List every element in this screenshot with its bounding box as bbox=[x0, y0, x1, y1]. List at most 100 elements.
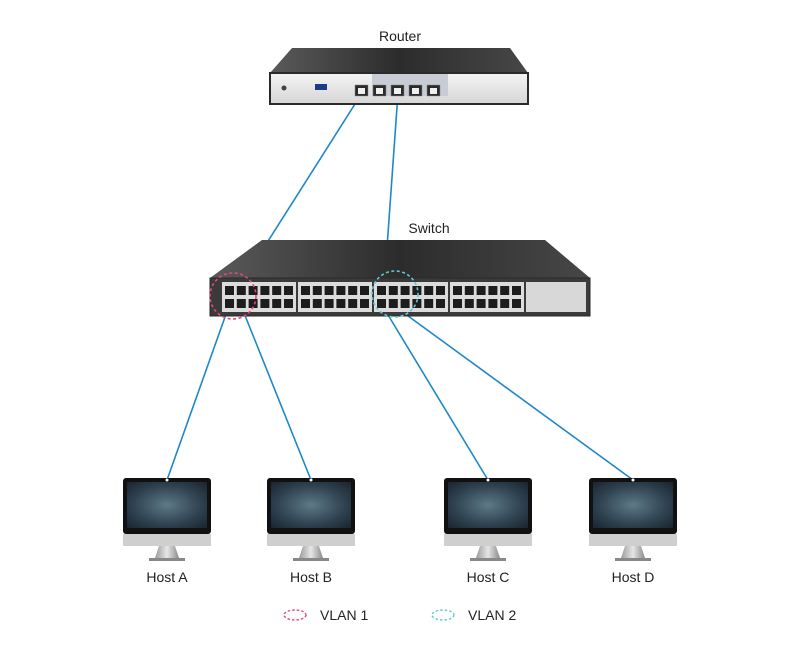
switch-port-block bbox=[450, 282, 524, 312]
host-d: Host D bbox=[589, 478, 677, 585]
switch-port bbox=[248, 299, 258, 308]
monitor-camera-icon bbox=[309, 478, 313, 482]
switch-port bbox=[488, 299, 498, 308]
switch-port bbox=[324, 299, 334, 308]
switch-port bbox=[284, 286, 293, 295]
switch-sfp-panel bbox=[526, 282, 586, 312]
legend-vlan1-label: VLAN 1 bbox=[320, 607, 368, 623]
host-label: Host A bbox=[146, 569, 188, 585]
switch-label: Switch bbox=[408, 220, 449, 236]
switch-port bbox=[324, 286, 334, 295]
switch-port bbox=[284, 299, 293, 308]
host-a: Host A bbox=[123, 478, 211, 585]
switch-port bbox=[225, 286, 234, 295]
router-ports bbox=[354, 84, 441, 97]
switch-port bbox=[476, 299, 486, 308]
monitor-base bbox=[149, 558, 185, 561]
switch-port bbox=[488, 286, 498, 295]
monitor-camera-icon bbox=[631, 478, 635, 482]
switch-port bbox=[500, 286, 510, 295]
link-switch-host-a bbox=[166, 302, 231, 481]
monitor-chin bbox=[589, 534, 677, 546]
host-label: Host D bbox=[612, 569, 655, 585]
legend: VLAN 1 VLAN 2 bbox=[283, 607, 516, 623]
router-port-jack bbox=[430, 88, 437, 94]
router-logo-icon bbox=[281, 85, 287, 91]
switch-port bbox=[512, 286, 521, 295]
switch-port bbox=[225, 299, 234, 308]
monitor-stand bbox=[299, 546, 323, 558]
host-b: Host B bbox=[267, 478, 355, 585]
monitor-base bbox=[615, 558, 651, 561]
switch-port bbox=[512, 299, 521, 308]
host-c: Host C bbox=[444, 478, 532, 585]
switch-port bbox=[336, 286, 346, 295]
switch-port bbox=[500, 299, 510, 308]
monitor-screen bbox=[448, 482, 528, 528]
monitor-chin bbox=[267, 534, 355, 546]
monitor-camera-icon bbox=[486, 478, 490, 482]
switch-port bbox=[301, 286, 310, 295]
router-port-jack bbox=[376, 88, 383, 94]
switch-port bbox=[236, 299, 246, 308]
switch-port bbox=[272, 286, 282, 295]
link-switch-host-c bbox=[381, 304, 489, 481]
switch: Switch bbox=[209, 220, 591, 317]
switch-port bbox=[360, 299, 369, 308]
switch-port bbox=[388, 286, 398, 295]
switch-port bbox=[348, 299, 358, 308]
switch-port bbox=[400, 286, 410, 295]
legend-vlan2-swatch bbox=[431, 609, 455, 621]
switch-port bbox=[360, 286, 369, 295]
monitor-chin bbox=[444, 534, 532, 546]
router-port-jack bbox=[394, 88, 401, 94]
monitor-screen bbox=[127, 482, 207, 528]
monitor-screen bbox=[593, 482, 673, 528]
switch-port bbox=[260, 299, 270, 308]
switch-port bbox=[464, 286, 474, 295]
switch-port bbox=[272, 299, 282, 308]
switch-port bbox=[424, 286, 434, 295]
legend-vlan2-label: VLAN 2 bbox=[468, 607, 516, 623]
router: Router bbox=[269, 28, 529, 105]
switch-ports bbox=[222, 282, 575, 312]
monitor-chin bbox=[123, 534, 211, 546]
switch-port bbox=[312, 299, 322, 308]
legend-vlan1-swatch bbox=[283, 609, 307, 621]
switch-port bbox=[248, 286, 258, 295]
host-label: Host C bbox=[467, 569, 510, 585]
switch-port bbox=[348, 286, 358, 295]
monitor-stand bbox=[621, 546, 645, 558]
switch-port bbox=[424, 299, 434, 308]
switch-port bbox=[377, 286, 386, 295]
switch-port bbox=[312, 286, 322, 295]
switch-port bbox=[412, 299, 422, 308]
router-display bbox=[315, 84, 327, 90]
switch-port bbox=[436, 299, 445, 308]
router-label: Router bbox=[379, 28, 421, 44]
switch-port bbox=[260, 286, 270, 295]
switch-port bbox=[388, 299, 398, 308]
host-label: Host B bbox=[290, 569, 332, 585]
switch-port bbox=[453, 286, 462, 295]
monitor-stand bbox=[155, 546, 179, 558]
switch-port bbox=[400, 299, 410, 308]
switch-port bbox=[412, 286, 422, 295]
link-switch-host-d bbox=[392, 304, 634, 481]
hosts: Host A Host B Host C Host D bbox=[123, 478, 677, 585]
switch-port bbox=[301, 299, 310, 308]
switch-port bbox=[476, 286, 486, 295]
switch-port-block bbox=[374, 282, 448, 312]
router-top bbox=[270, 48, 528, 73]
vlan1-highlight bbox=[209, 272, 257, 320]
switch-port bbox=[436, 286, 445, 295]
monitor-camera-icon bbox=[165, 478, 169, 482]
monitor-stand bbox=[476, 546, 500, 558]
monitor-base bbox=[293, 558, 329, 561]
switch-port bbox=[236, 286, 246, 295]
switch-port bbox=[464, 299, 474, 308]
switch-port-block bbox=[222, 282, 296, 312]
monitor-base bbox=[470, 558, 506, 561]
router-port-jack bbox=[412, 88, 419, 94]
